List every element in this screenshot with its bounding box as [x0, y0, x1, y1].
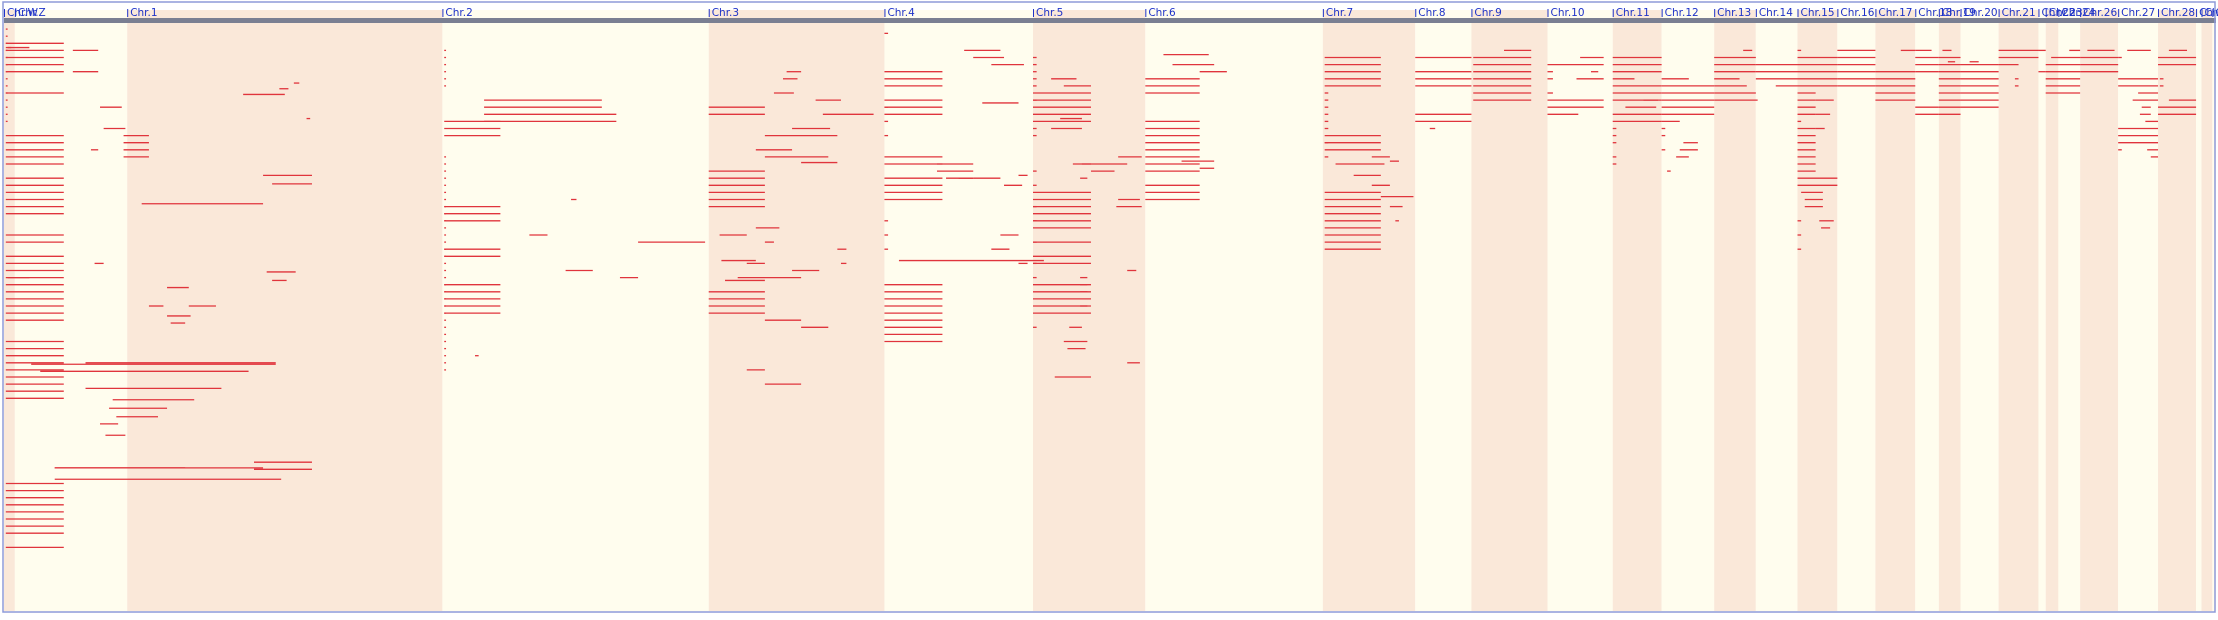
chromosome-band-chr-24	[2058, 10, 2080, 611]
chromosome-label: Chr.20	[1964, 7, 1998, 19]
chromosome-label: Chr.12	[1665, 7, 1699, 19]
chromosome-band-chr-26	[2080, 10, 2118, 611]
chromosome-label: Chr.6	[1148, 7, 1176, 19]
chromosome-band-chr-8	[1415, 10, 1471, 611]
chromosome-label: Chr.10	[1551, 7, 1585, 19]
chromosome-label: Chr.Z	[18, 7, 46, 19]
genome-axis-bar	[4, 18, 2216, 23]
chromosome-band-chr-33	[2196, 10, 2201, 611]
chromosome-label: Chr.4	[887, 7, 915, 19]
chromosome-label: Chr.14	[1759, 7, 1793, 19]
chromosome-label: Chr.17	[1878, 7, 1912, 19]
chromosome-band-chr-23	[2046, 10, 2059, 611]
chromosome-label: Chr.5	[1036, 7, 1063, 19]
chromosome-band-chr-z	[15, 10, 127, 611]
chromosome-label: Chr.27	[2121, 7, 2155, 19]
chromosome-band-chr-22	[2038, 10, 2045, 611]
chromosome-label: Chr.26	[2083, 7, 2117, 19]
chromosome-label: Chr.16	[1840, 7, 1874, 19]
chromosome-label: Chr.7	[1326, 7, 1353, 19]
chromosome-band-chr-16	[1837, 10, 1875, 611]
chromosome-band-chr-1	[127, 10, 442, 611]
chromosome-label: Chr.28	[2161, 7, 2195, 19]
chromosome-band-chr-w	[4, 10, 15, 611]
chromosome-label: Chr.1	[130, 7, 157, 19]
chromosome-band-chr-21	[1999, 10, 2039, 611]
chromosome-band-chr-18	[1915, 10, 1939, 611]
chromosome-label: Chr.15	[1801, 7, 1835, 19]
chromosome-label: Chr.11	[1616, 7, 1650, 19]
chromosome-label: Chr.13	[1717, 7, 1751, 19]
chromosome-label: Chr.21	[2002, 7, 2036, 19]
chromosome-band-chr-7	[1323, 10, 1415, 611]
chromosome-band-chr-14	[1756, 10, 1798, 611]
chromosome-label: Chr.8	[1418, 7, 1445, 19]
chromosome-band-chr-lge	[2202, 10, 2213, 611]
chromosome-band-chr-6	[1145, 10, 1323, 611]
chromosome-band-chr-3	[709, 10, 885, 611]
chromosome-label: Chr.9	[1474, 7, 1501, 19]
chromosome-label: Chr.2	[445, 7, 472, 19]
chromosome-label: Chr.3	[712, 7, 739, 19]
